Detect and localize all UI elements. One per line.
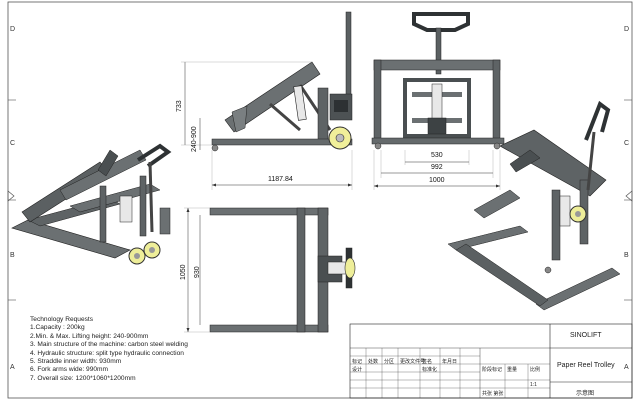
zone-label-right-d: D	[624, 26, 630, 33]
dim-front-outer: 1000	[429, 177, 445, 184]
tb-scale: 比例	[530, 367, 541, 373]
dim-plan-inner: 930	[194, 266, 201, 278]
dim-plan-outer: 1050	[180, 264, 187, 280]
title-block	[349, 323, 633, 399]
title-company: SINOLIFT	[570, 332, 602, 339]
technology-requests: Technology Requests 1.Capacity : 200kg 2…	[30, 316, 188, 383]
dim-side-length: 1187.84	[268, 176, 293, 183]
iso-view-right	[447, 100, 621, 311]
request-item: 3. Main structure of the machine: carbon…	[30, 341, 188, 349]
tb-cell-sign: 签名	[422, 359, 433, 365]
tb-cell-zone: 分区	[384, 359, 395, 365]
dim-lift-range: 240-900	[191, 126, 198, 152]
zone-label-right-c: C	[624, 140, 630, 147]
title-view-label: 示意图	[576, 391, 595, 397]
request-item: 1.Capacity : 200kg	[30, 324, 85, 332]
plan-view	[184, 207, 356, 333]
request-item: 5. Straddle inner width: 930mm	[30, 358, 122, 366]
tb-cell-mark: 标记	[352, 359, 363, 365]
zone-label-right-a: A	[624, 364, 629, 371]
zone-label-left-c: C	[10, 140, 16, 147]
tb-sheet: 共张 第张	[482, 391, 504, 397]
tb-weight: 重量	[507, 367, 518, 373]
front-view	[371, 12, 505, 190]
request-item: 7. Overall size: 1200*1060*1200mm	[30, 374, 136, 382]
title-product: Paper Reel Trolley	[557, 362, 615, 369]
iso-view-left	[11, 143, 172, 265]
tb-stage: 阶段标记	[482, 367, 503, 373]
tb-cell-count: 处数	[368, 359, 379, 365]
zone-label-left-b: B	[10, 252, 15, 259]
zone-label-left-a: A	[10, 364, 15, 371]
dim-front-mid: 992	[431, 164, 443, 171]
side-view	[181, 11, 353, 190]
requests-title: Technology Requests	[30, 316, 94, 323]
center-mark-left	[7, 190, 15, 202]
zone-label-left-d: D	[10, 26, 16, 33]
tb-design: 设计	[352, 367, 363, 373]
request-item: 6. Fork arms wide: 990mm	[30, 366, 109, 374]
request-item: 2.Min. & Max. Lifting height: 240-900mm	[30, 332, 149, 340]
request-item: 4. Hydraulic structure: split type hydra…	[30, 349, 184, 357]
tb-standard: 标准化	[422, 367, 438, 373]
tb-cell-date: 年月日	[442, 359, 458, 365]
dim-side-height: 733	[176, 100, 183, 112]
zone-label-right-b: B	[624, 252, 629, 259]
tb-cell-doc: 更改文件号	[400, 359, 426, 365]
tb-scale-value: 1:1	[530, 382, 537, 388]
dim-front-inner: 530	[431, 152, 443, 159]
center-mark-right	[625, 190, 633, 202]
